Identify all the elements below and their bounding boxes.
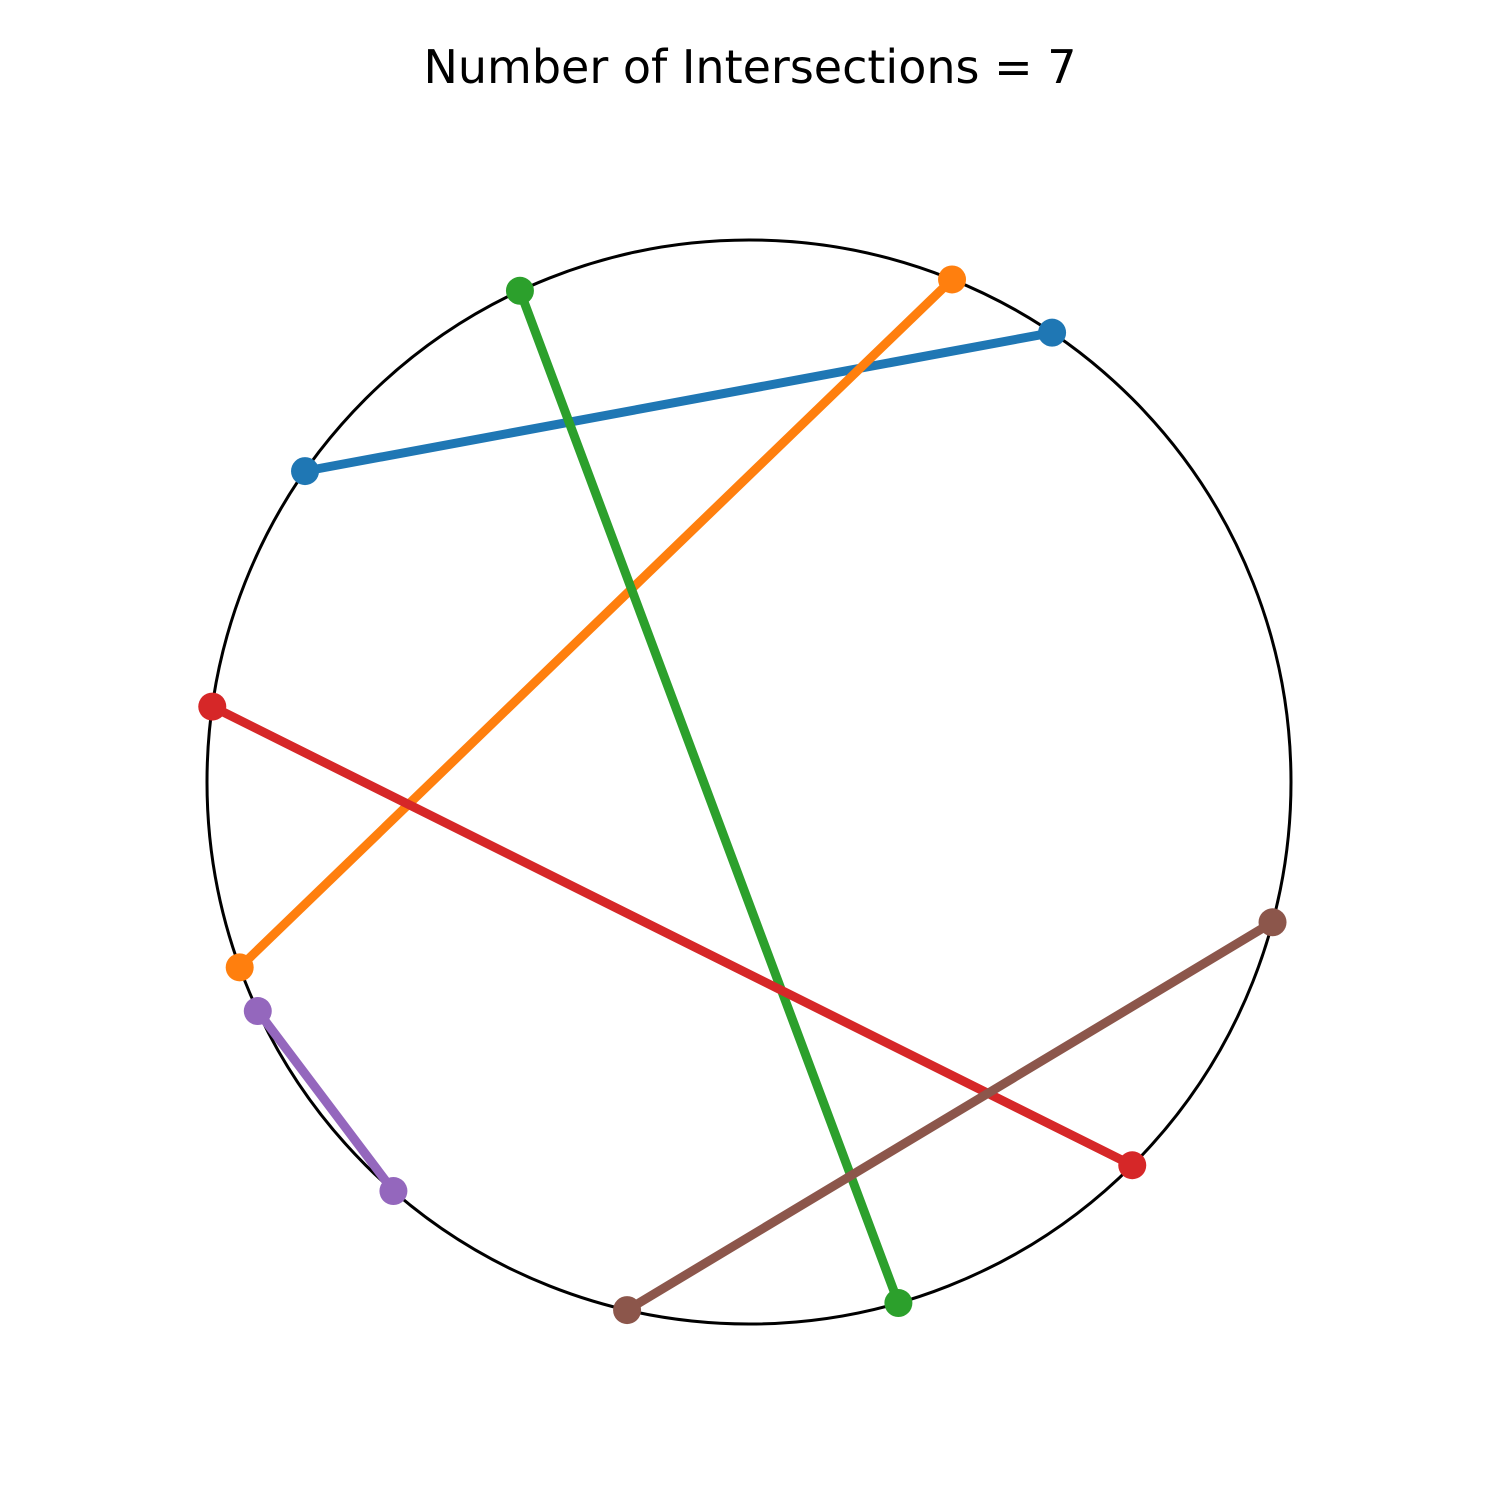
chord-6-endpoint-2 xyxy=(1258,908,1287,937)
chord-1-endpoint-2 xyxy=(1038,318,1067,347)
chord-5 xyxy=(253,1006,398,1196)
chord-3-endpoint-2 xyxy=(884,1289,913,1318)
chord-4-endpoint-1 xyxy=(198,692,227,721)
chord-2-endpoint-1 xyxy=(938,265,967,294)
chord-6-endpoint-1 xyxy=(613,1296,642,1325)
chord-1 xyxy=(300,328,1057,476)
diagram-title: Number of Intersections = 7 xyxy=(423,40,1077,94)
chord-2-endpoint-2 xyxy=(225,953,254,982)
chord-1-endpoint-1 xyxy=(291,457,320,486)
chord-3-endpoint-1 xyxy=(505,276,534,305)
outer-circle xyxy=(205,238,1293,1326)
chord-4-endpoint-2 xyxy=(1118,1151,1147,1180)
chord-6 xyxy=(622,917,1278,1315)
chord-4 xyxy=(207,702,1137,1170)
chord-5-endpoint-2 xyxy=(379,1177,408,1206)
chord-5-endpoint-1 xyxy=(243,997,272,1026)
chord-2 xyxy=(235,274,957,972)
chord-3 xyxy=(515,286,903,1308)
chords-layer xyxy=(198,265,1287,1325)
